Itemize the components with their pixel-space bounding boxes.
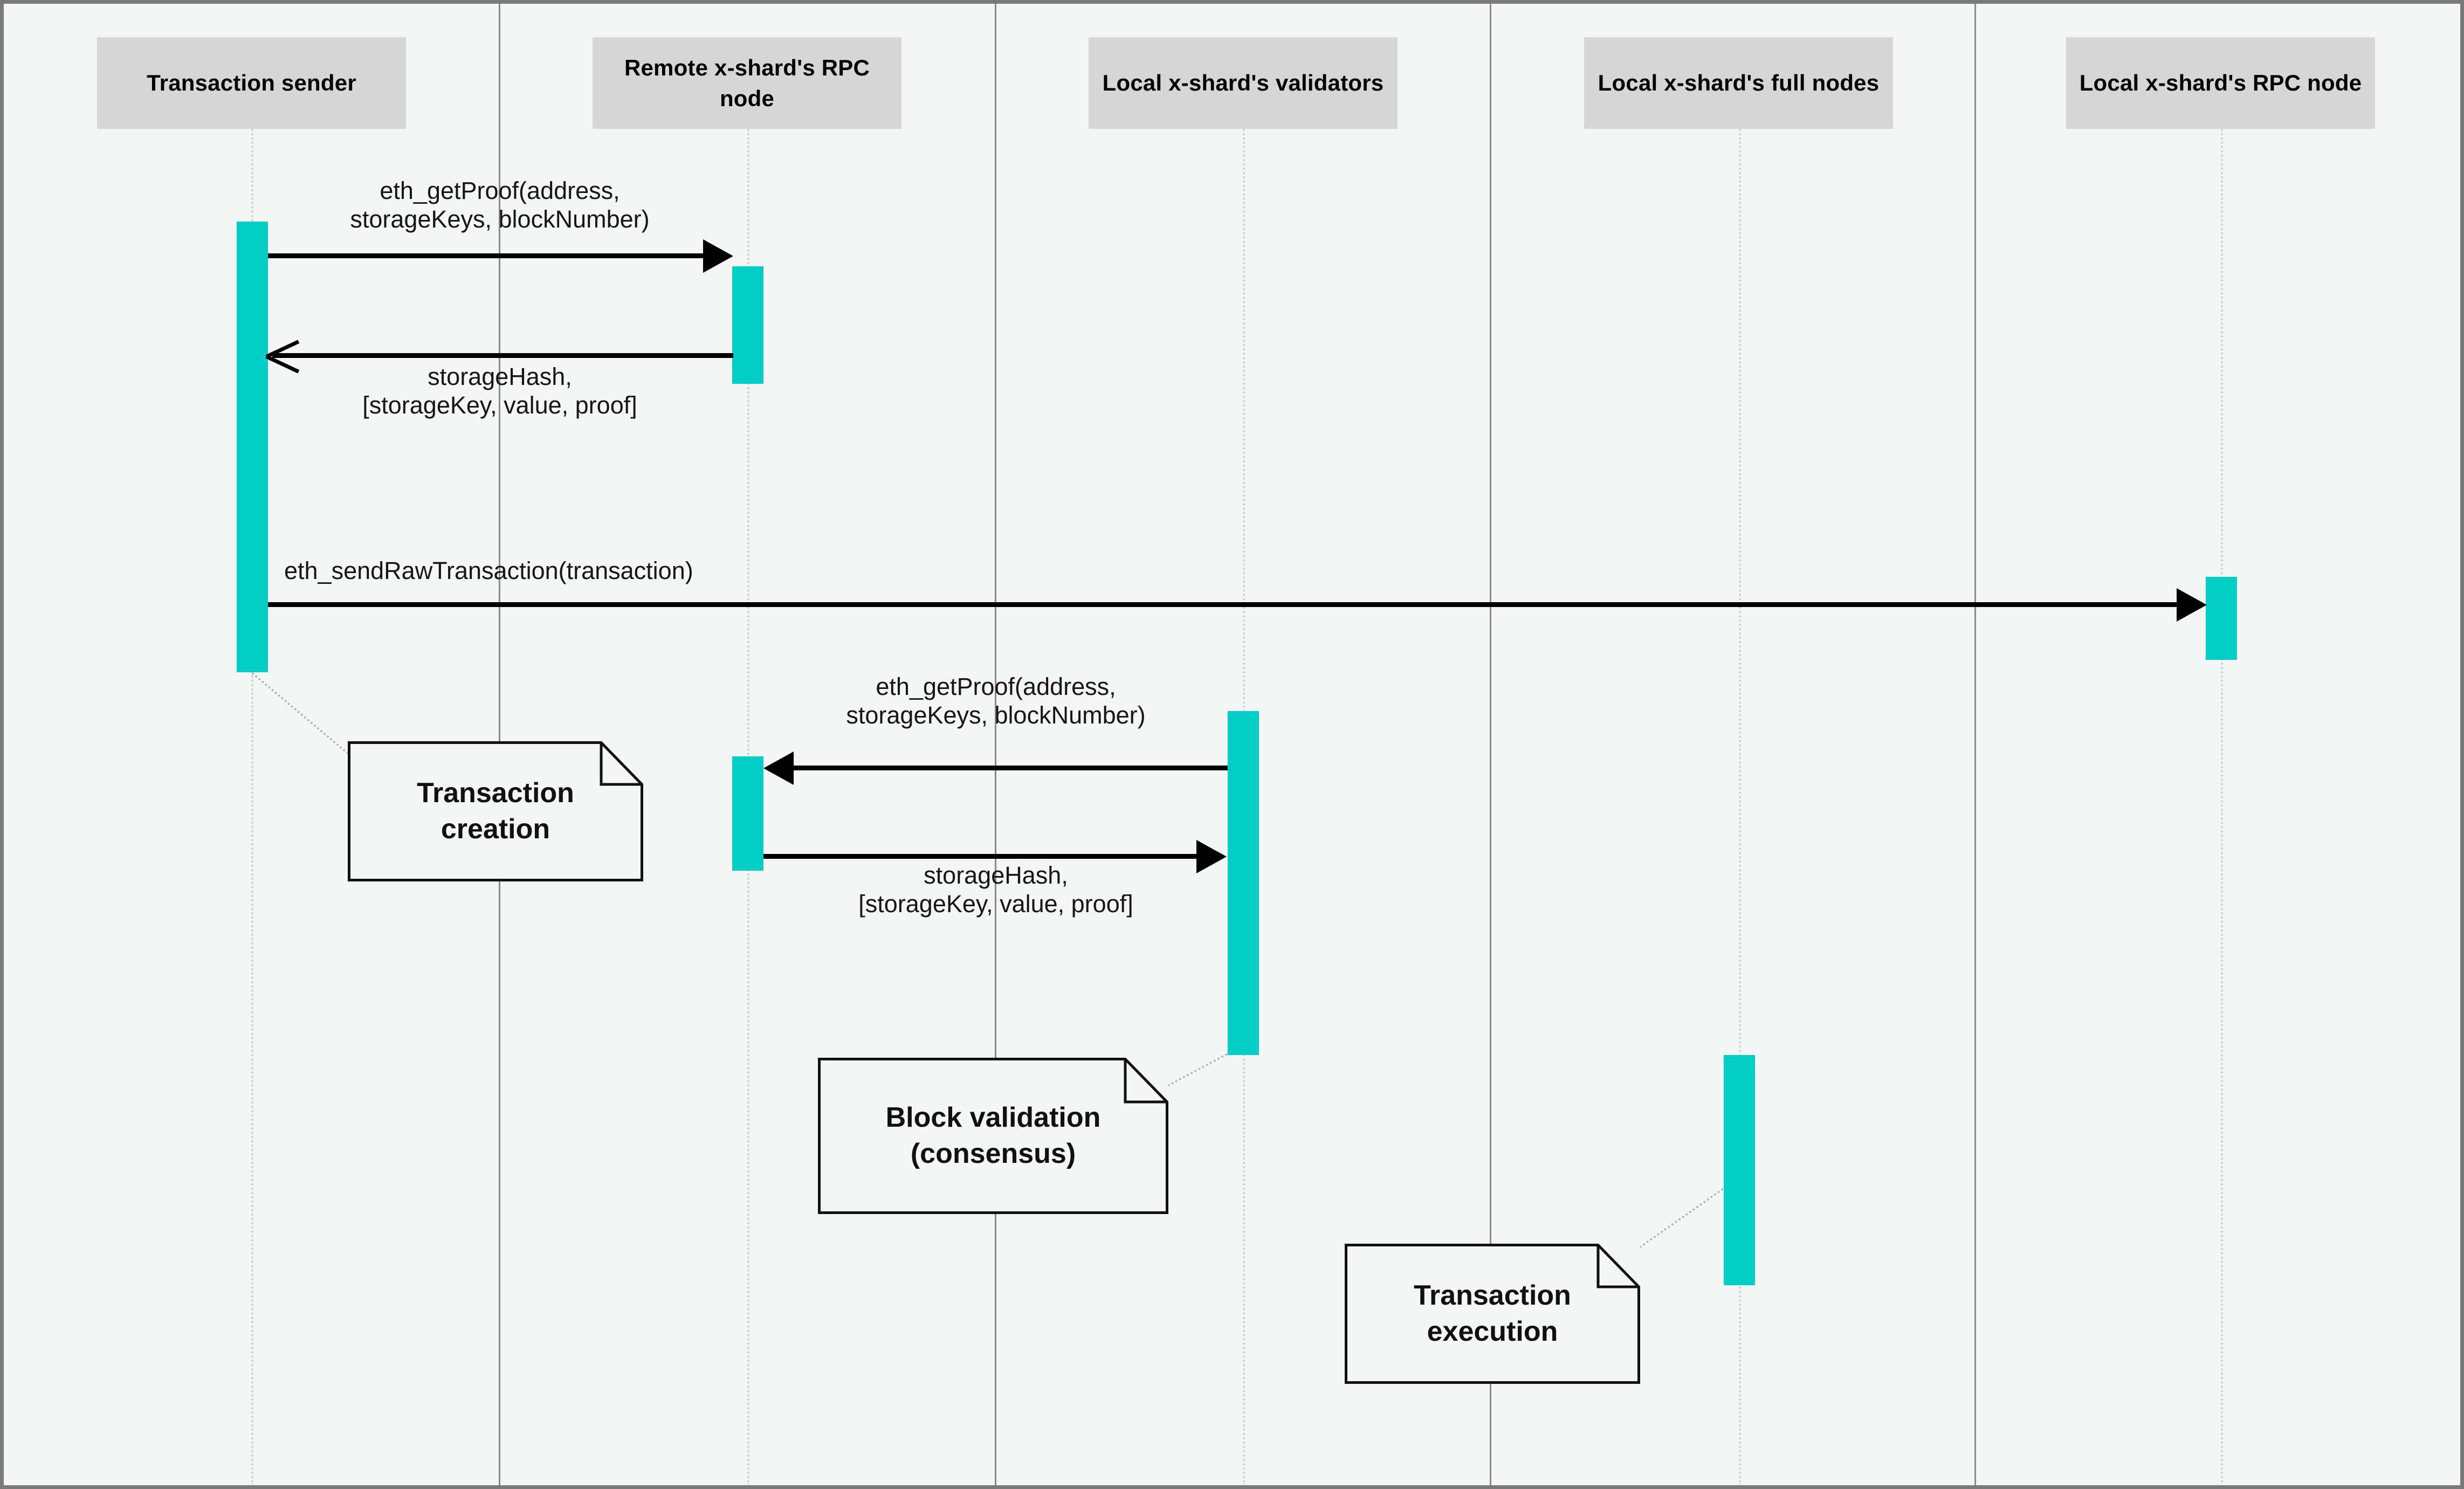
lifeline-local-rpc — [2221, 129, 2223, 1485]
actor-label-local-full-nodes: Local x-shard's full nodes — [1598, 70, 1880, 96]
note-transaction-creation[interactable]: Transaction creation — [348, 741, 643, 881]
actor-label-local-rpc-node: Local x-shard's RPC node — [2079, 70, 2362, 96]
actor-label-local-validators: Local x-shard's validators — [1102, 70, 1384, 96]
note-label-block-validation: Block validation (consensus) — [885, 1102, 1101, 1169]
actor-box-remote-rpc-node[interactable]: Remote x-shard's RPC node — [593, 37, 901, 129]
arrow-head-left-eth-getproof-2 — [763, 752, 794, 785]
lane-separator-3 — [1490, 4, 1491, 1485]
message-label-storagehash-2: storageHash, [storageKey, value, proof] — [858, 861, 1133, 918]
message-line-eth-getproof-2 — [769, 766, 1228, 770]
message-label-eth-sendrawtransaction: eth_sendRawTransaction(transaction) — [284, 557, 693, 584]
arrow-head-right-eth-getproof-1 — [703, 239, 733, 273]
lifeline-sender — [251, 129, 253, 1485]
message-label-eth-getproof-1: eth_getProof(address, storageKeys, block… — [350, 177, 650, 233]
activation-bar-validators — [1228, 711, 1259, 1055]
message-label-storagehash-1: storageHash, [storageKey, value, proof] — [362, 363, 637, 419]
actor-label-transaction-sender: Transaction sender — [147, 70, 356, 96]
note-label-transaction-creation: Transaction creation — [417, 777, 574, 845]
lane-separator-4 — [1974, 4, 1976, 1485]
note-transaction-execution[interactable]: Transaction execution — [1345, 1244, 1640, 1384]
activation-bar-sender — [237, 222, 268, 672]
actor-label-remote-rpc-node: Remote x-shard's RPC node — [624, 54, 870, 111]
activation-bar-remote-rpc-1 — [732, 266, 763, 384]
lifeline-full-nodes — [1739, 129, 1741, 1485]
activation-bar-full-nodes — [1724, 1055, 1755, 1285]
message-line-storagehash-2 — [763, 854, 1197, 859]
message-line-eth-sendrawtransaction — [268, 602, 2187, 607]
actor-box-local-rpc-node[interactable]: Local x-shard's RPC node — [2066, 37, 2375, 129]
lane-separator-2 — [995, 4, 996, 1485]
message-label-eth-getproof-2: eth_getProof(address, storageKeys, block… — [846, 673, 1146, 729]
actor-box-transaction-sender[interactable]: Transaction sender — [97, 37, 406, 129]
message-line-storagehash-1 — [272, 353, 733, 358]
activation-bar-remote-rpc-2 — [732, 756, 763, 871]
note-block-validation[interactable]: Block validation (consensus) — [818, 1058, 1168, 1214]
actor-box-local-full-nodes[interactable]: Local x-shard's full nodes — [1584, 37, 1893, 129]
actor-box-local-validators[interactable]: Local x-shard's validators — [1089, 37, 1398, 129]
message-line-eth-getproof-1 — [268, 253, 705, 258]
activation-bar-local-rpc — [2206, 577, 2237, 660]
arrow-head-right-storagehash-2 — [1196, 840, 1227, 873]
note-label-transaction-execution: Transaction execution — [1414, 1280, 1571, 1347]
arrow-head-right-eth-sendrawtransaction — [2177, 588, 2207, 622]
